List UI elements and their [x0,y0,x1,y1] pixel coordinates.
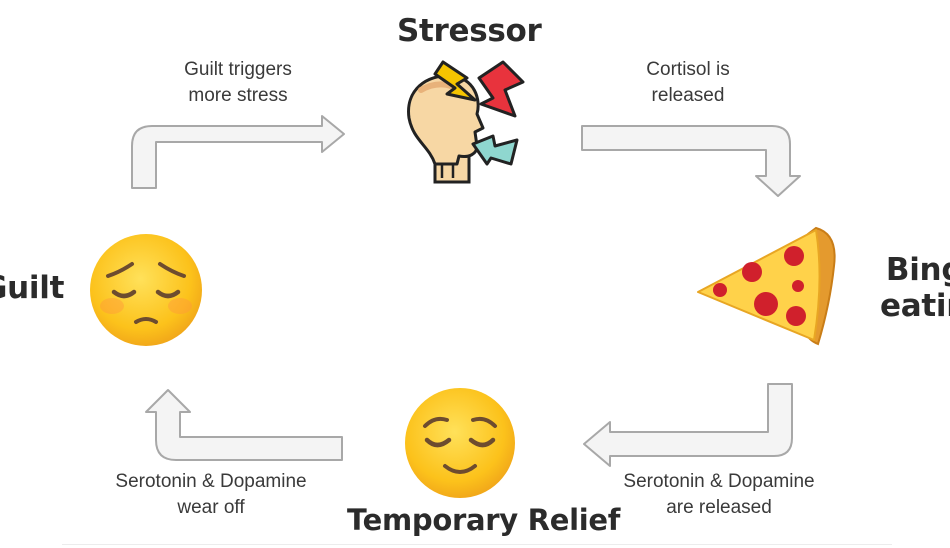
step-released-line1: Serotonin & Dopamine [623,471,815,492]
step-cortisol-line2: released [651,85,725,106]
step-guilt-stress-text: Guilt triggers more stress [148,57,328,109]
bottom-divider [62,544,892,545]
binge-eating-line2: eating [880,288,950,324]
step-cortisol-text: Cortisol is released [598,57,778,109]
step-guilt-stress-line1: Guilt triggers [184,59,292,80]
binge-eating-line1: Binge [885,252,950,288]
step-wear-off-line1: Serotonin & Dopamine [115,471,307,492]
pizza-slice-icon [697,226,836,346]
guilt-label: Guilt [0,270,65,306]
step-guilt-stress-line2: more stress [188,85,288,106]
step-wear-off-line2: wear off [177,497,245,518]
step-released-text: Serotonin & Dopamine are released [596,469,842,521]
binge-eating-label: Binge eating [880,252,950,324]
stressed-head-icon [407,60,525,184]
stressor-label: Stressor [397,13,542,49]
step-wear-off-text: Serotonin & Dopamine wear off [88,469,334,521]
pensive-face-icon [90,234,202,346]
step-cortisol-line1: Cortisol is [646,59,730,80]
step-released-line2: are released [666,497,772,518]
temporary-relief-label: Temporary Relief [347,503,621,537]
relieved-face-icon [405,388,515,498]
